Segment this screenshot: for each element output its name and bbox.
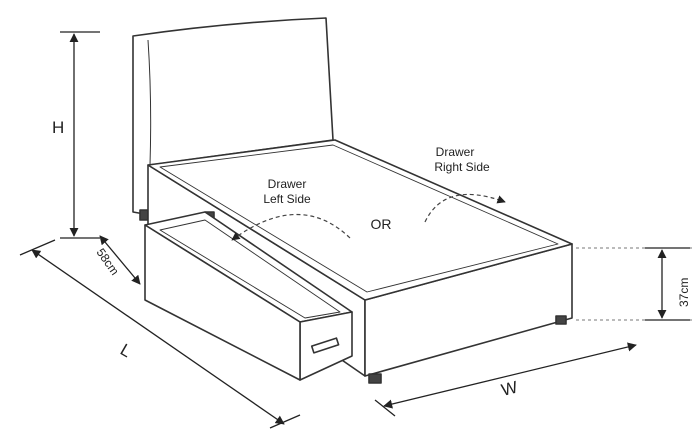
leg-front: [368, 373, 382, 384]
dimension-arrows: [19, 31, 690, 429]
leg-right: [555, 315, 567, 325]
or-label: OR: [371, 216, 392, 232]
drawer-right-label-line1: Drawer: [436, 145, 475, 159]
right-drawer-arrow: [424, 193, 506, 223]
drawer-left-label-line2: Left Side: [263, 192, 311, 206]
base-height-label: 37cm: [677, 278, 691, 307]
drawer-handle: [310, 337, 340, 354]
drawer-right-label-line2: Right Side: [434, 160, 490, 174]
drawer-depth-label: 58cm: [94, 246, 122, 278]
leg-back-left: [139, 209, 149, 221]
height-label: H: [52, 118, 64, 137]
guide-lines: [576, 247, 692, 321]
length-label: L: [117, 340, 135, 361]
drawer-left-label-line1: Drawer: [268, 177, 307, 191]
width-arrow: [383, 342, 637, 409]
length-arrow: [31, 249, 285, 425]
drawer-direction-arrows: [231, 193, 506, 241]
width-label: W: [499, 378, 519, 400]
bed-illustration: [132, 17, 573, 384]
mattress-top: [147, 139, 573, 301]
left-drawer-arrow: [231, 213, 351, 241]
